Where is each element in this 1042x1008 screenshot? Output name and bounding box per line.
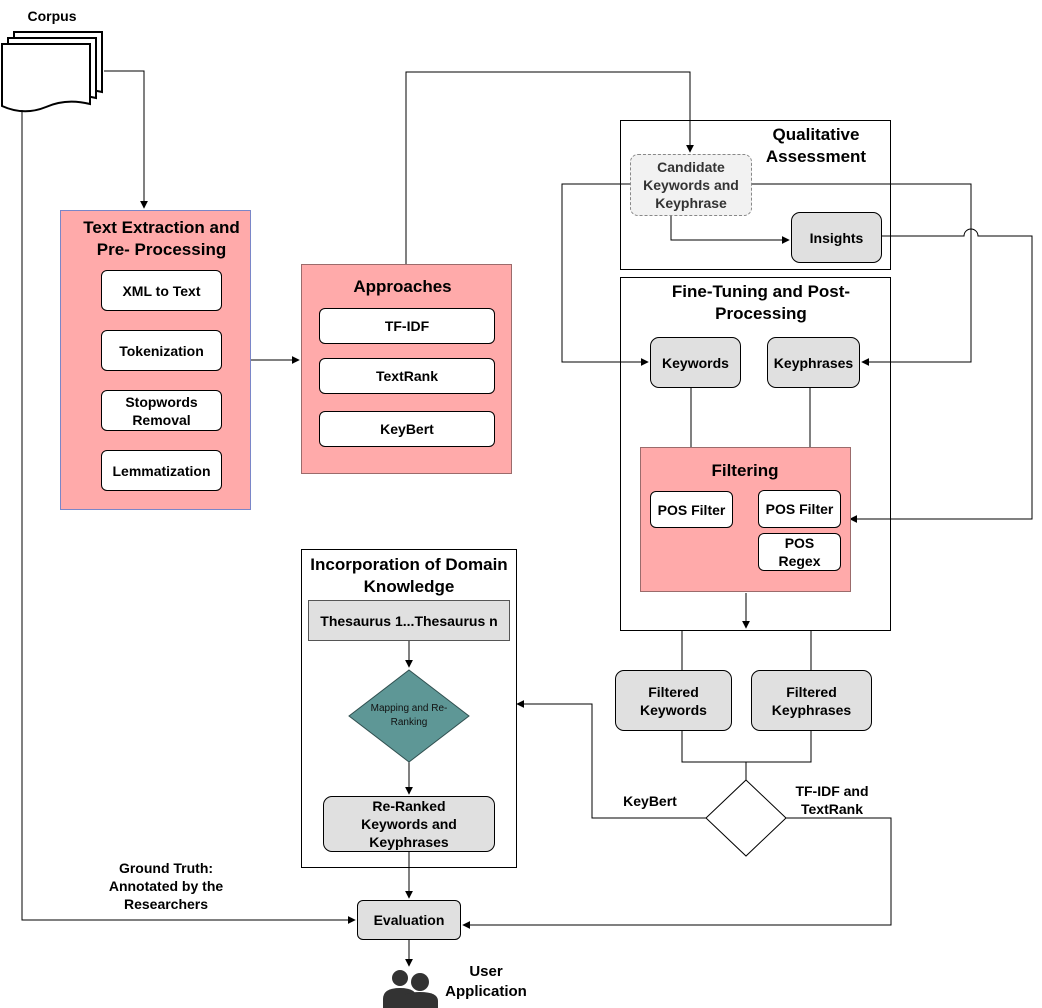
mapping-diamond <box>348 669 470 763</box>
arrow-candidate-to-keyphrases <box>752 183 972 366</box>
preprocessing-title: Text Extraction and Pre- Processing <box>83 218 240 259</box>
keyphrases-box: Keyphrases <box>767 337 860 388</box>
mapping-label: Mapping and Re-Ranking <box>370 703 448 728</box>
step-lemmatization: Lemmatization <box>101 450 222 491</box>
keywords-box: Keywords <box>650 337 741 388</box>
filtered-keyphrases-box: Filtered Keyphrases <box>751 670 872 731</box>
pos-filter-right: POS Filter <box>758 490 841 528</box>
decision-diamond <box>705 779 787 857</box>
qualitative-assessment-title: Qualitative Assessment <box>765 125 867 166</box>
ground-truth-label: Ground Truth: Annotated by the Researche… <box>108 860 224 912</box>
insights-box: Insights <box>791 212 882 263</box>
line-filtered-to-decision <box>681 731 812 763</box>
decision-label-tfidf-textrank: TF-IDF and TextRank <box>795 783 869 817</box>
qualitative-assessment-frame <box>620 120 891 270</box>
corpus-document-icon <box>0 31 103 113</box>
filtered-keywords-box: Filtered Keywords <box>615 670 732 731</box>
reranked-box: Re-Ranked Keywords and Keyphrases <box>323 796 495 852</box>
approach-tfidf: TF-IDF <box>319 308 495 344</box>
arrow-decision-to-domain <box>516 700 707 819</box>
arrow-corpus-to-evaluation <box>21 110 356 924</box>
arrow-decision-to-evaluation <box>462 817 892 929</box>
domain-knowledge-frame <box>301 549 517 868</box>
arrow-insights-to-filter <box>849 228 1033 523</box>
evaluation-box: Evaluation <box>357 900 461 940</box>
step-xml-to-text: XML to Text <box>101 270 222 311</box>
pos-regex: POS Regex <box>758 533 841 571</box>
arrow-approaches-to-candidate <box>405 71 694 264</box>
approach-textrank: TextRank <box>319 358 495 394</box>
domain-knowledge-title: Incorporation of Domain Knowledge <box>310 555 508 596</box>
approaches-title: Approaches <box>353 277 452 296</box>
user-application-label: User Application <box>445 963 527 1000</box>
users-icon <box>383 970 438 1008</box>
decision-label-keybert: KeyBert <box>623 793 677 809</box>
corpus-label: Corpus <box>27 8 77 24</box>
step-tokenization: Tokenization <box>101 330 222 371</box>
arrow-corpus-to-preprocessing <box>104 70 148 209</box>
pos-filter-left: POS Filter <box>650 491 733 528</box>
candidate-keywords-box: Candidate Keywords and Keyphrase <box>630 154 752 216</box>
filtering-title: Filtering <box>711 461 779 480</box>
step-stopwords-removal: Stopwords Removal <box>101 390 222 431</box>
arrow-candidate-to-insights <box>670 216 790 244</box>
arrow-candidate-to-keywords <box>561 183 649 366</box>
approach-keybert: KeyBert <box>319 411 495 447</box>
finetuning-frame <box>620 277 891 631</box>
thesaurus-box: Thesaurus 1...Thesaurus n <box>308 600 510 641</box>
finetuning-title: Fine-Tuning and Post-Processing <box>671 282 851 323</box>
